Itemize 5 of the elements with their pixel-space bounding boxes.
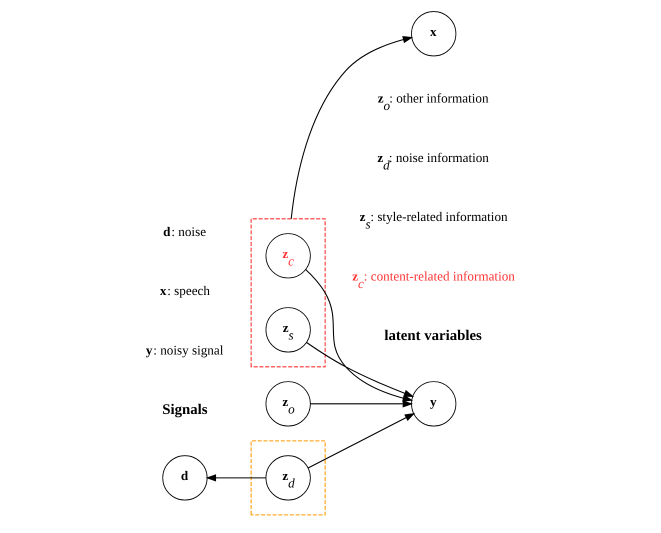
label: y: noisy signal [146, 342, 224, 358]
label: x: speech [160, 283, 210, 298]
label: latent variables [384, 328, 482, 344]
label: d: noise [163, 224, 206, 239]
label: Signals [162, 402, 208, 418]
